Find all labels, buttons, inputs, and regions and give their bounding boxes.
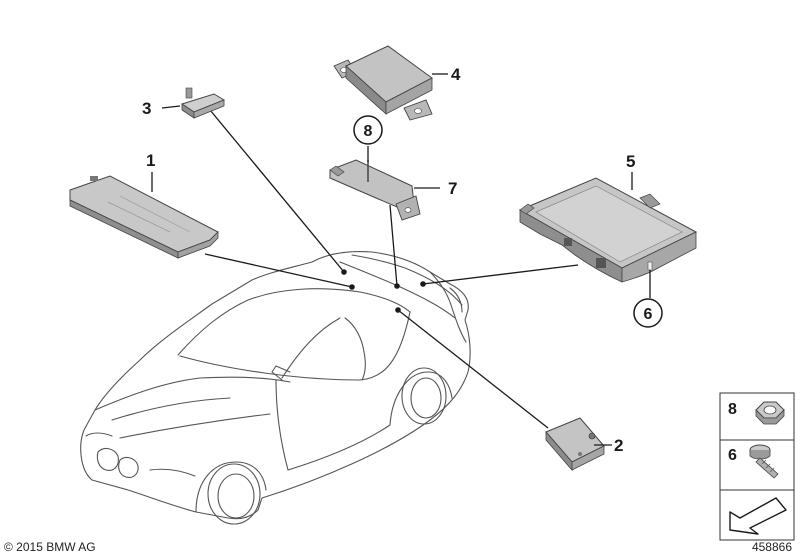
- circled-callout-8: 8: [353, 115, 383, 145]
- part-7-bracket: [329, 159, 421, 221]
- car-outline: [80, 251, 471, 525]
- leader-3-tick: [161, 105, 181, 109]
- circled-callout-8-label: 8: [364, 123, 373, 140]
- callout-7: 7: [448, 179, 457, 198]
- drawing-number: 458866: [751, 540, 792, 554]
- part-2-sensor-box: [545, 417, 605, 472]
- legend-panel: 8 6: [719, 392, 795, 541]
- circled-callout-6: 6: [633, 298, 663, 328]
- legend-nut-number: 8: [728, 401, 737, 418]
- leader-7: [389, 204, 398, 287]
- part-3-antenna-clip: [180, 87, 226, 119]
- leader-1: [204, 253, 353, 288]
- callout-3: 3: [142, 99, 151, 118]
- callout-4: 4: [451, 65, 461, 84]
- callout-1: 1: [146, 151, 155, 170]
- leader-dots: [341, 269, 426, 313]
- part-1-control-module: [69, 175, 219, 259]
- callout-5: 5: [626, 152, 635, 171]
- part-5-control-unit: [518, 177, 698, 283]
- circled-callout-6-label: 6: [644, 306, 653, 323]
- part-4-module: [333, 45, 433, 121]
- legend-bolt-number: 6: [728, 447, 737, 464]
- copyright-text: © 2015 BMW AG: [4, 540, 96, 554]
- bolt-icon: [749, 444, 779, 479]
- direction-arrow-icon: [729, 497, 787, 535]
- leader-5: [422, 264, 579, 285]
- leader-lines: [204, 109, 579, 429]
- leader-3: [209, 109, 345, 273]
- nut-icon: [755, 401, 785, 425]
- callout-2: 2: [614, 436, 623, 455]
- leader-2: [397, 309, 549, 429]
